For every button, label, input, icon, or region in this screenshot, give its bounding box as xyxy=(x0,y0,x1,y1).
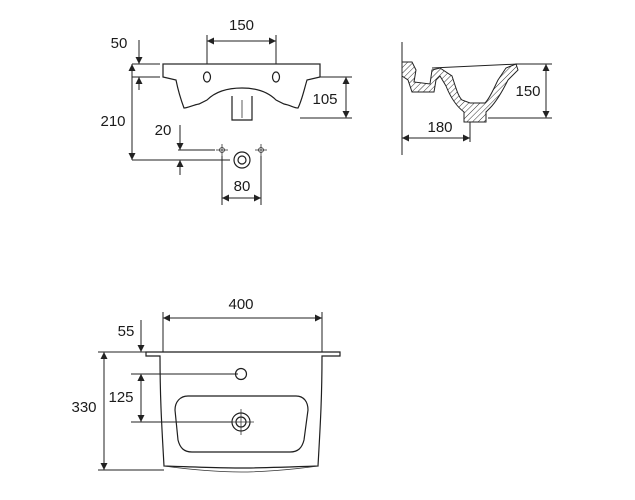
side-top-line xyxy=(431,63,519,69)
top-view: 400 55 125 330 xyxy=(71,296,341,473)
basin-front-edge xyxy=(163,465,319,473)
basin-front-outline xyxy=(162,63,321,109)
dim-text-105: 105 xyxy=(312,91,337,108)
dim-text-50: 50 xyxy=(111,35,128,52)
side-view: 150 180 xyxy=(401,42,552,155)
dim-text-20: 20 xyxy=(155,122,172,139)
tap-hole-right xyxy=(271,71,281,83)
dim-text-330: 330 xyxy=(71,399,96,416)
dim-text-125: 125 xyxy=(108,389,133,406)
front-view: 150 50 210 105 20 xyxy=(100,17,352,205)
dim-text-180: 180 xyxy=(427,119,452,136)
dim-text-55: 55 xyxy=(118,323,135,340)
basin-section xyxy=(401,61,519,123)
tap-hole-left xyxy=(202,71,212,83)
dim-text-80: 80 xyxy=(234,178,251,195)
dim-text-150-top: 150 xyxy=(229,17,254,34)
dim-text-400: 400 xyxy=(228,296,253,313)
anchor-hole-left xyxy=(219,147,225,153)
drain-circle-inner xyxy=(237,155,247,165)
dim-text-150-side: 150 xyxy=(515,83,540,100)
anchor-hole-right xyxy=(258,147,264,153)
dim-text-210: 210 xyxy=(100,113,125,130)
